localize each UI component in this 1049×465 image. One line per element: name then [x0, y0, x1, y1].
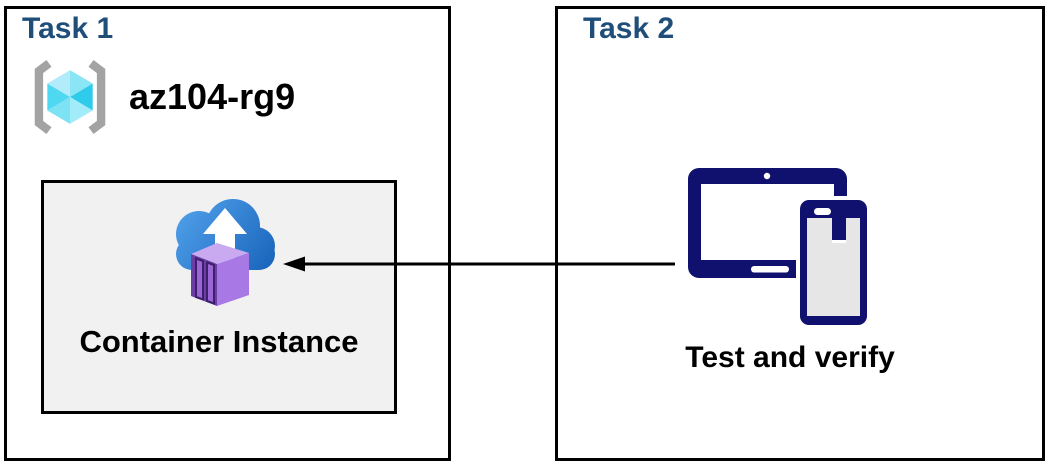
- resource-group: az104-rg9: [28, 58, 295, 136]
- arrow-task2-to-container-icon: [283, 256, 675, 272]
- upload-arrow: [203, 208, 247, 272]
- devices-icon: [688, 168, 871, 326]
- container-box: [191, 243, 249, 306]
- phone-icon: [796, 196, 871, 326]
- test-verify-label: Test and verify: [685, 341, 895, 374]
- task1-title: Task 1: [22, 12, 114, 45]
- resource-group-cube: [47, 70, 93, 124]
- container-instance-label: Container Instance: [79, 324, 359, 359]
- container-instance-icon: [176, 199, 275, 306]
- container-instance-card: Container Instance: [41, 180, 397, 414]
- task2-title: Task 2: [583, 12, 675, 45]
- resource-group-name: az104-rg9: [129, 76, 296, 117]
- resource-group-icon: [34, 60, 106, 134]
- task2-box: Task 2 Test and verify: [555, 6, 1045, 461]
- task1-box: Task 1 az104-rg9: [4, 6, 451, 461]
